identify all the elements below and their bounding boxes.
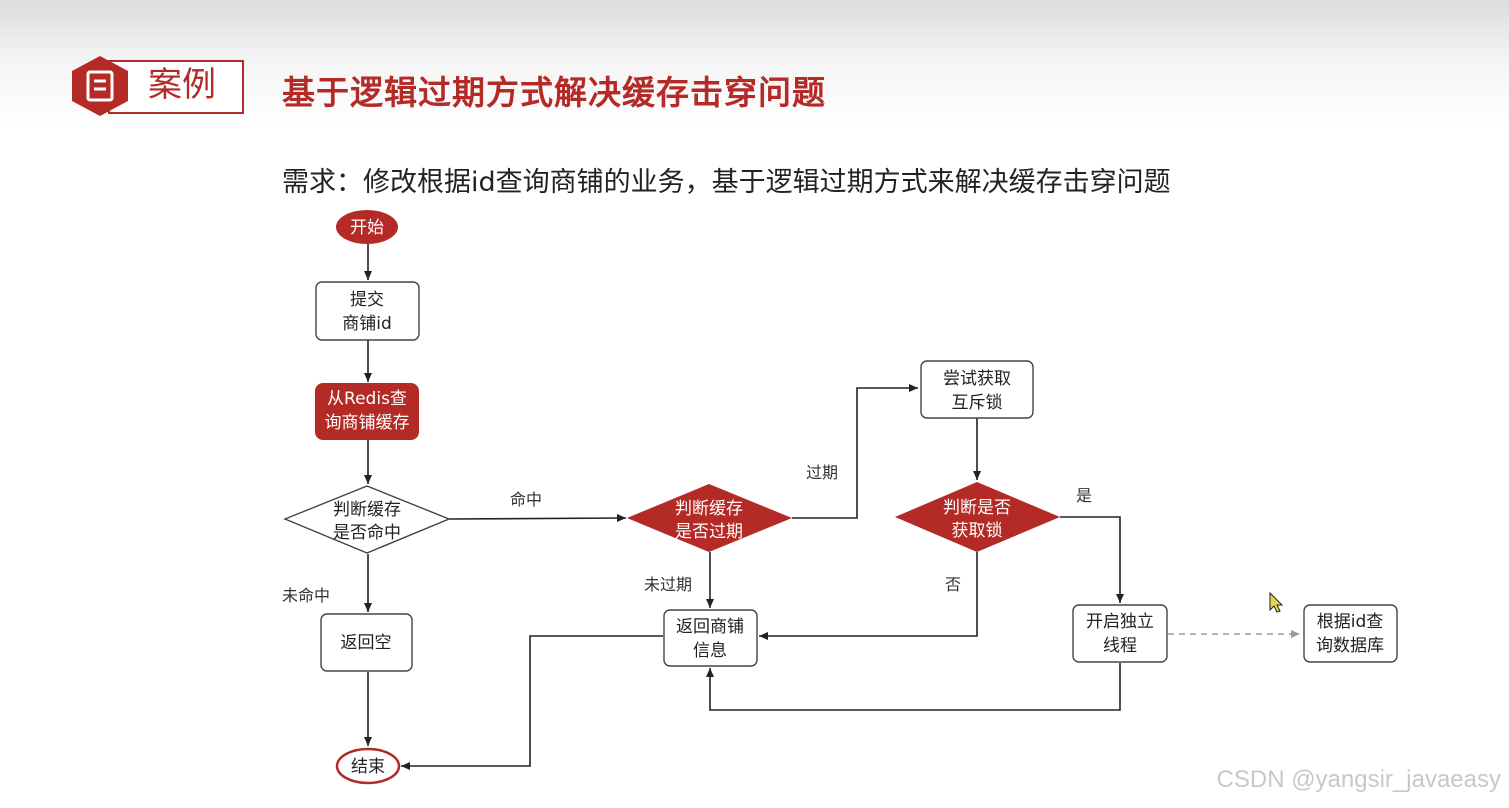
node-check-hit: 判断缓存 是否命中 (283, 485, 451, 554)
edge-thread-return (706, 663, 1121, 711)
watermark: CSDN @yangsir_javaeasy (1216, 766, 1501, 793)
document-icon (72, 56, 128, 116)
node-submit-line1: 提交 (350, 290, 384, 310)
node-query-redis-line2: 询商铺缓存 (325, 413, 410, 433)
node-return-empty-label: 返回空 (341, 633, 392, 653)
badge-frame (108, 60, 244, 114)
node-try-lock: 尝试获取 互斥锁 (920, 360, 1034, 419)
node-check-expired-line2: 是否过期 (675, 522, 743, 542)
node-query-redis-line1: 从Redis查 (327, 389, 407, 409)
node-return-info-line1: 返回商铺 (676, 617, 744, 637)
node-try-lock-line1: 尝试获取 (943, 369, 1011, 389)
node-end-label: 结束 (351, 757, 385, 777)
edge-label-expired: 过期 (806, 463, 838, 482)
requirement-text: 需求：修改根据id查询商铺的业务，基于逻辑过期方式来解决缓存击穿问题 (282, 167, 1171, 198)
edge-label-not-expired: 未过期 (644, 575, 692, 594)
node-start: 开始 (336, 210, 398, 244)
node-return-empty: 返回空 (320, 613, 413, 672)
node-query-db: 根据id查 询数据库 (1303, 604, 1398, 663)
node-return-info: 返回商铺 信息 (663, 609, 758, 667)
edge-expired (792, 384, 918, 519)
page-title: 基于逻辑过期方式解决缓存击穿问题 (282, 73, 826, 112)
node-check-hit-line2: 是否命中 (333, 523, 401, 543)
badge-label: 案例 (148, 65, 216, 105)
node-start-label: 开始 (350, 218, 384, 238)
node-return-info-line2: 信息 (693, 641, 727, 661)
edge-label-miss: 未命中 (282, 586, 330, 605)
edge-label-yes: 是 (1076, 486, 1092, 505)
mouse-cursor-icon (1269, 591, 1284, 613)
node-check-lock-line1: 判断是否 (943, 498, 1011, 518)
node-try-lock-line2: 互斥锁 (952, 393, 1003, 413)
edge-label-hit: 命中 (510, 490, 542, 509)
edge-yes-lock (1060, 516, 1124, 603)
node-open-thread-line2: 线程 (1103, 636, 1137, 656)
node-check-lock: 判断是否 获取锁 (895, 482, 1060, 552)
node-submit: 提交 商铺id (315, 281, 420, 341)
node-check-hit-line1: 判断缓存 (333, 500, 401, 520)
node-query-db-line2: 询数据库 (1316, 636, 1384, 656)
node-query-db-line1: 根据id查 (1317, 612, 1384, 632)
node-open-thread-line1: 开启独立 (1086, 612, 1154, 632)
node-check-expired-line1: 判断缓存 (675, 499, 743, 519)
node-check-lock-line2: 获取锁 (952, 521, 1003, 541)
node-query-redis: 从Redis查 询商铺缓存 (315, 383, 419, 440)
edge-no-lock (759, 552, 978, 640)
node-end: 结束 (335, 747, 401, 785)
edge-label-no: 否 (945, 575, 961, 594)
node-submit-line2: 商铺id (342, 314, 392, 334)
node-check-expired: 判断缓存 是否过期 (627, 484, 792, 552)
case-badge: 案例 (68, 54, 244, 118)
node-open-thread: 开启独立 线程 (1072, 604, 1168, 663)
edge-return-end (401, 635, 663, 770)
edge-hit (448, 514, 627, 523)
